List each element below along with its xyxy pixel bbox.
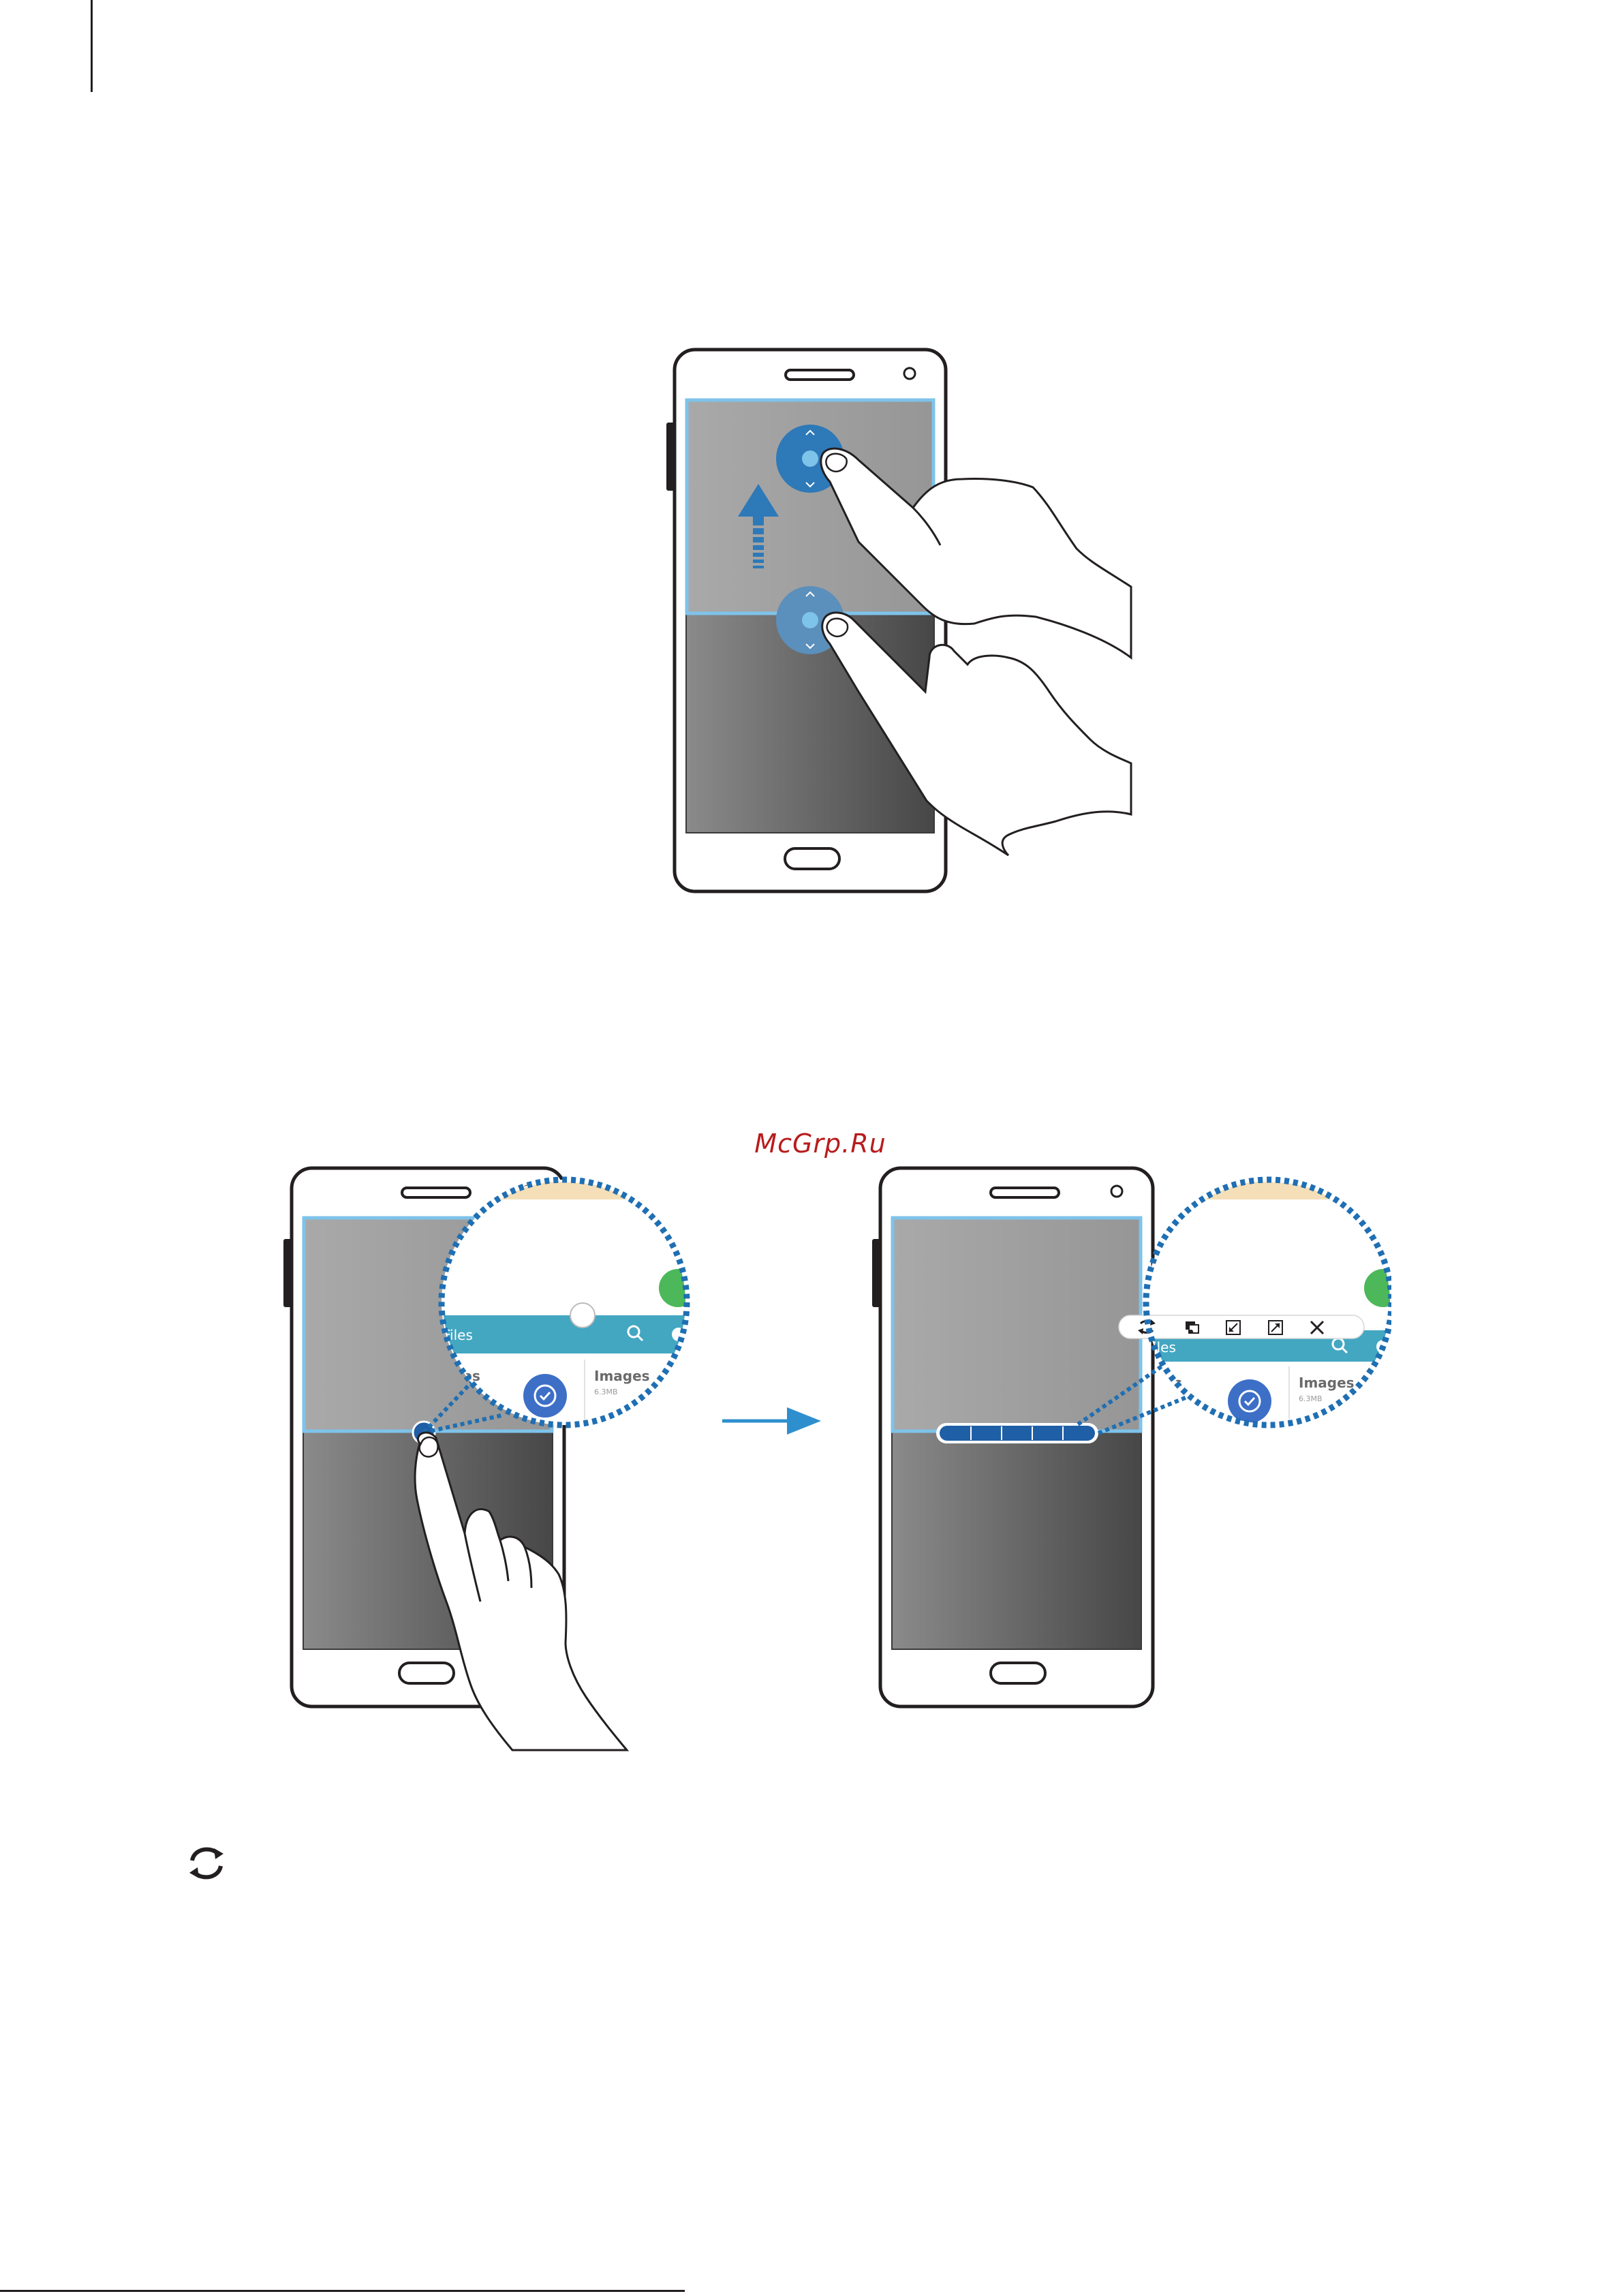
check-badge-icon [523, 1374, 567, 1418]
divider-handle-zoomed[interactable] [570, 1303, 595, 1328]
window-options-toolbar [1119, 1315, 1364, 1338]
header-rule [91, 0, 93, 92]
figure-tap-handle: Files Files Images 6.3MB [273, 1152, 722, 1806]
window-options-bar[interactable] [936, 1423, 1098, 1443]
top-window [893, 1218, 1141, 1431]
zoom-list-item-images: Images [594, 1368, 650, 1384]
check-badge-icon [1228, 1379, 1271, 1423]
bottom-window [893, 1433, 1141, 1649]
zoom-bubble: Files Files Images 6.3MB [1119, 1179, 1391, 1430]
transition-arrow-icon [719, 1400, 828, 1441]
figure-window-options: Files Files Images 6.3MB [860, 1152, 1391, 1724]
switch-windows-icon [185, 1844, 228, 1882]
zoom-list-item-images: Images [1299, 1375, 1355, 1391]
zoom-list-item-size: 6.3MB [594, 1388, 618, 1396]
footer-rule [0, 2290, 685, 2292]
zoom-list-item-size: 6.3MB [1299, 1394, 1323, 1403]
figure-resize-split [654, 337, 1151, 903]
